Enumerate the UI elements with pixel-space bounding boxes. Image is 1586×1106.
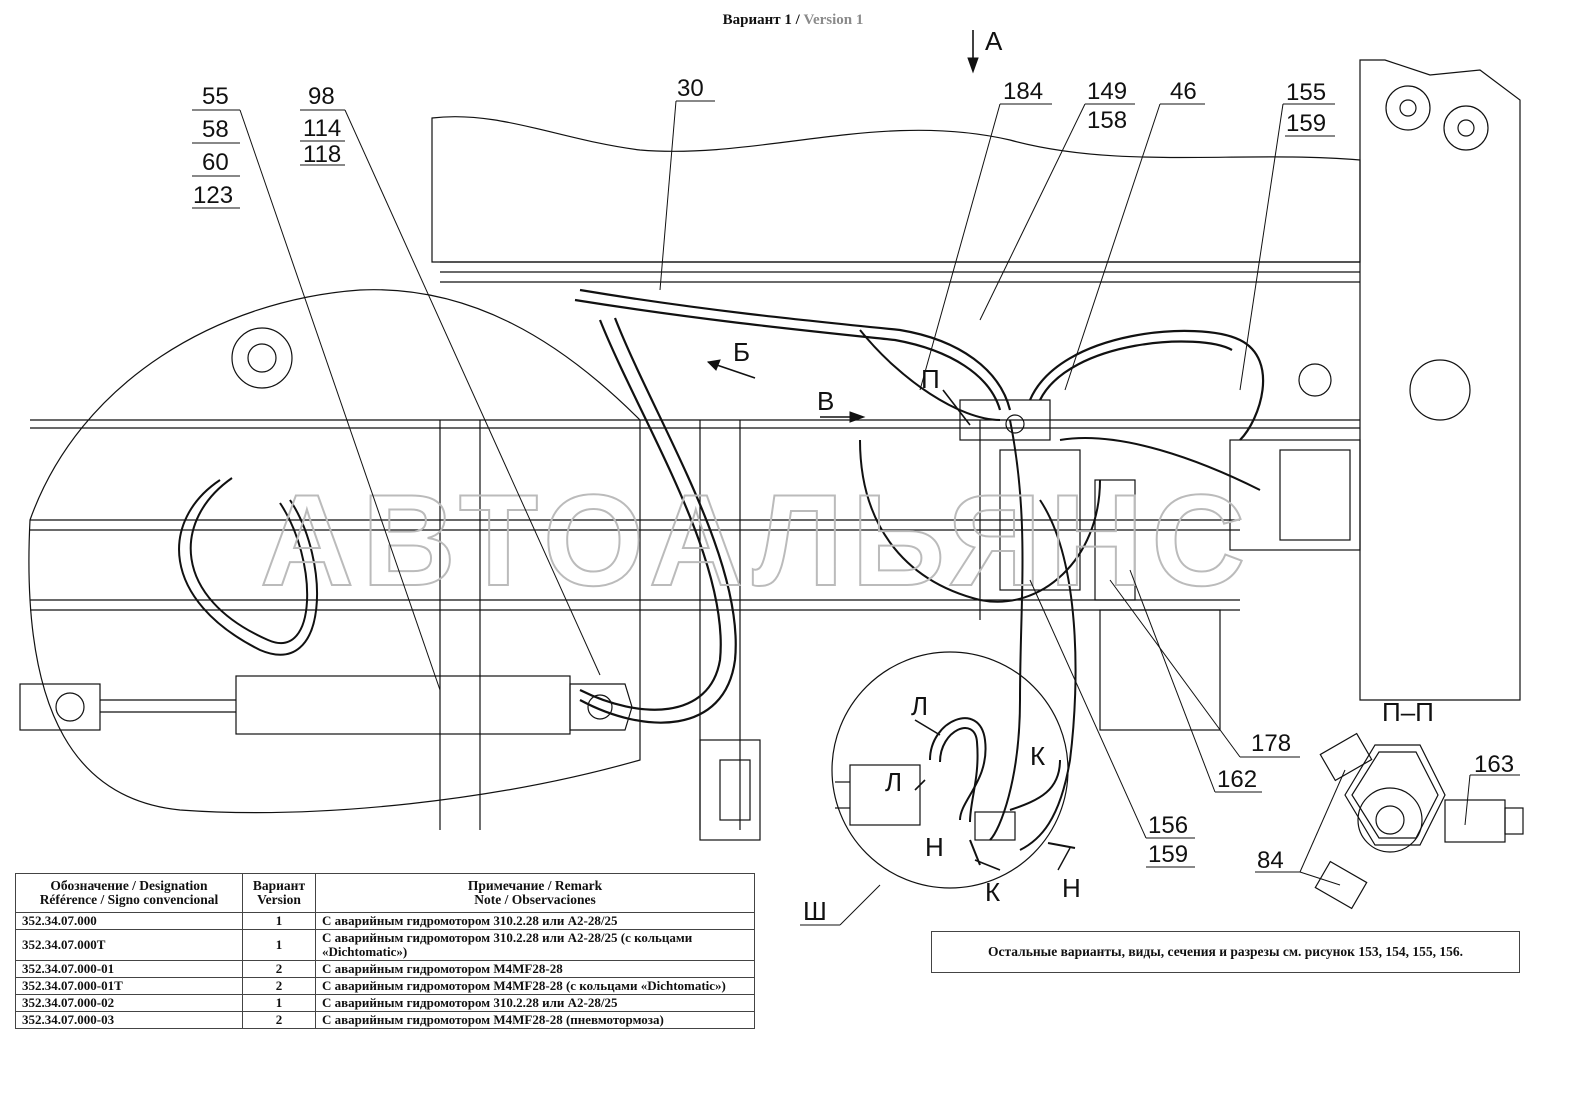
cell-version: 1 (242, 929, 316, 961)
view-label-l-1: Л (911, 691, 928, 721)
view-label-n-1: Н (925, 832, 944, 862)
section-p-p (1314, 732, 1524, 910)
variants-table: Обозначение / Designation Référence / Si… (15, 873, 755, 1029)
hose-left-loop (178, 479, 318, 656)
table-header-row: Обозначение / Designation Référence / Si… (15, 873, 755, 913)
cell-version: 2 (242, 960, 316, 978)
view-label-k-1: К (1030, 741, 1045, 771)
cell-designation: 352.34.07.000-01T (15, 977, 243, 995)
title-text: Вариант 1 / (722, 12, 800, 28)
cell-version: 1 (242, 912, 316, 930)
callout-162: 162 (1217, 766, 1257, 793)
callout-123: 123 (193, 182, 233, 209)
callout-159-bottom: 159 (1148, 841, 1188, 868)
callout-58: 58 (202, 116, 229, 143)
callout-158: 158 (1087, 107, 1127, 134)
cell-remark: С аварийным гидромотором 310.2.28 или A2… (315, 994, 755, 1012)
boss-circle (231, 327, 293, 389)
cell-designation: 352.34.07.000 (15, 912, 243, 930)
cell-version: 2 (242, 1011, 316, 1029)
col-remark: Примечание / Remark Note / Observaciones (315, 873, 755, 913)
callout-84: 84 (1257, 847, 1284, 874)
drawing-title: Вариант 1 / Version 1 (0, 12, 1586, 29)
hose-large-loop (579, 319, 722, 711)
callout-178: 178 (1251, 730, 1291, 757)
cell-remark: С аварийным гидромотором 310.2.28 или A2… (315, 912, 755, 930)
table-row: 352.34.07.000-03 2 С аварийным гидромото… (15, 1011, 755, 1029)
valve-block (959, 399, 1051, 441)
hydraulic-cylinder (235, 675, 571, 735)
cell-remark: С аварийным гидромотором 310.2.28 или A2… (315, 929, 755, 961)
section-title-p-p: П–П (1382, 697, 1434, 727)
cell-designation: 352.34.07.000T (15, 929, 243, 961)
view-label-l-2: Л (885, 767, 902, 797)
table-row: 352.34.07.000 1 С аварийным гидромотором… (15, 912, 755, 930)
table-row: 352.34.07.000-01 2 С аварийным гидромото… (15, 960, 755, 978)
callout-46: 46 (1170, 78, 1197, 105)
table-row: 352.34.07.000-01T 2 С аварийным гидромот… (15, 977, 755, 995)
view-label-a: А (985, 26, 1003, 56)
cell-remark: С аварийным гидромотором M4MF28-28 (315, 960, 755, 978)
callout-55: 55 (202, 83, 229, 110)
bolt-circle-2 (1443, 105, 1489, 151)
hose-right-run (1028, 329, 1265, 441)
detail-label-sh: Ш (803, 896, 827, 926)
col-version: Вариант Version (242, 873, 316, 913)
left-housing (28, 289, 641, 814)
callout-159-top: 159 (1286, 110, 1326, 137)
pump-assembly (1229, 439, 1361, 551)
callout-155: 155 (1286, 79, 1326, 106)
hose-top (579, 288, 1012, 411)
table-row: 352.34.07.000-02 1 С аварийным гидромото… (15, 994, 755, 1012)
cell-designation: 352.34.07.000-03 (15, 1011, 243, 1029)
bolt-circle-1 (1385, 85, 1431, 131)
view-label-k-2: К (985, 877, 1000, 907)
view-label-v: В (817, 386, 834, 416)
reference-note: Остальные варианты, виды, сечения и разр… (931, 931, 1520, 973)
callout-60: 60 (202, 149, 229, 176)
callout-156: 156 (1148, 812, 1188, 839)
col-designation: Обозначение / Designation Référence / Si… (15, 873, 243, 913)
right-housing (1359, 59, 1521, 701)
cell-version: 2 (242, 977, 316, 995)
cell-designation: 352.34.07.000-01 (15, 960, 243, 978)
section-label-p: П (921, 364, 940, 394)
callout-163: 163 (1474, 751, 1514, 778)
hose-down (989, 419, 1024, 841)
callout-114: 114 (303, 115, 341, 142)
table-row: 352.34.07.000T 1 С аварийным гидромоторо… (15, 929, 755, 961)
detail-circle-sh (831, 651, 1069, 889)
callout-149: 149 (1087, 78, 1127, 105)
cell-version: 1 (242, 994, 316, 1012)
callout-184: 184 (1003, 78, 1043, 105)
callout-30: 30 (677, 75, 704, 102)
watermark: АВТОАЛЬЯНС (260, 467, 1253, 613)
cell-designation: 352.34.07.000-02 (15, 994, 243, 1012)
callout-98: 98 (308, 83, 335, 110)
cell-remark: С аварийным гидромотором M4MF28-28 (пнев… (315, 1011, 755, 1029)
cell-remark: С аварийным гидромотором M4MF28-28 (с ко… (315, 977, 755, 995)
view-label-b: Б (733, 337, 750, 367)
view-label-n-2: Н (1062, 873, 1081, 903)
title-version: Version 1 (803, 12, 864, 28)
callout-118: 118 (303, 141, 341, 168)
cab-outline (431, 116, 1361, 263)
